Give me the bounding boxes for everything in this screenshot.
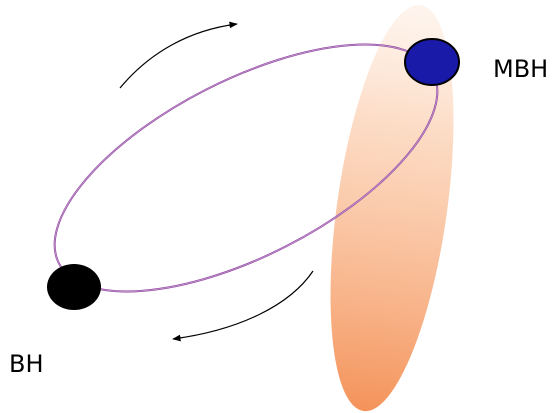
bh-label: BH xyxy=(9,350,44,378)
mbh-disc xyxy=(405,39,459,85)
mbh-label: MBH xyxy=(493,55,548,83)
upper-motion-arrow xyxy=(120,24,237,88)
bh-disc xyxy=(47,264,101,310)
